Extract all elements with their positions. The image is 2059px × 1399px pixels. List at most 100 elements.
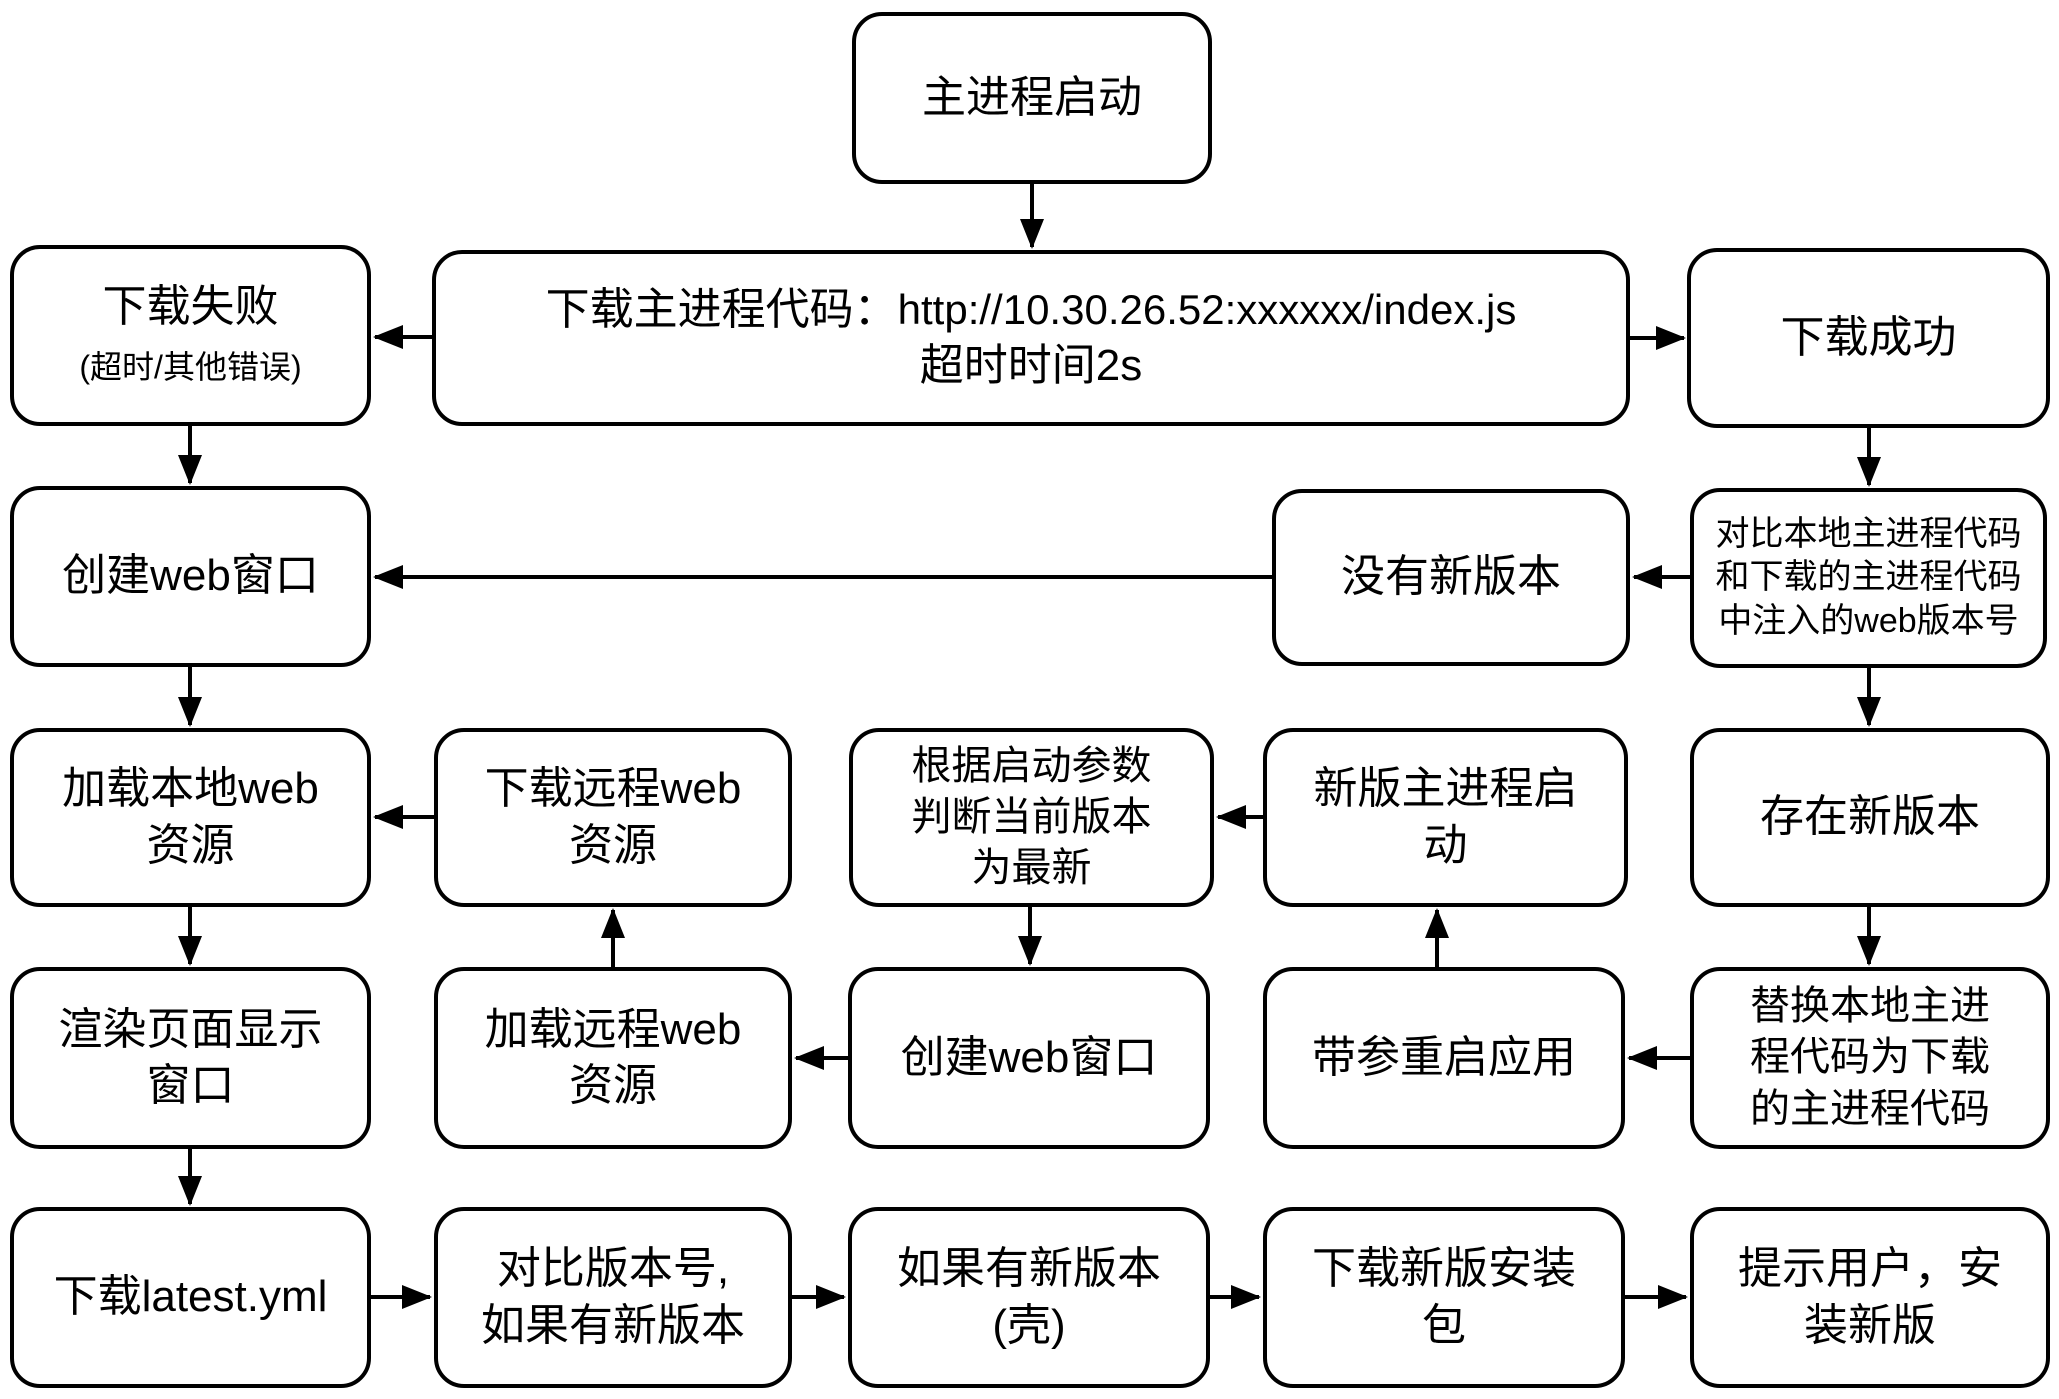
flow-node-label-line: 存在新版本	[1760, 789, 1980, 845]
flow-node-label-line: 渲染页面显示	[59, 1002, 323, 1058]
flow-node-text: (壳)	[992, 1300, 1066, 1350]
flow-node-label-line: 下载新版安装	[1312, 1241, 1576, 1297]
flow-node-label-line: 下载latest.yml	[54, 1269, 328, 1325]
flow-node-label-line: 判断当前版本	[912, 792, 1152, 843]
flow-node-download-new-installer: 下载新版安装包	[1263, 1207, 1625, 1388]
flow-node-text: 下载成功	[1780, 312, 1957, 362]
flow-node-label-line: 资源	[147, 818, 235, 874]
flow-node-text: 下载新版安装	[1312, 1244, 1576, 1294]
flow-node-label-line: 主进程启动	[922, 70, 1142, 126]
flow-node-label-line: 和下载的主进程代码	[1716, 556, 2022, 600]
flow-node-label-line: 提示用户，安	[1738, 1241, 2002, 1297]
flow-node-judge-latest-by-args: 根据启动参数判断当前版本为最新	[849, 728, 1214, 907]
flow-node-label-line: (超时/其他错误)	[79, 336, 301, 392]
flow-node-text: 判断当前版本	[911, 794, 1152, 839]
flow-node-label-line: 程代码为下载	[1750, 1032, 1990, 1083]
flow-node-label-line: 下载远程web	[485, 761, 742, 817]
flow-node-label-line: 下载成功	[1781, 310, 1957, 366]
flow-node-label-line: 创建web窗口	[62, 548, 319, 604]
flow-node-label-line: 下载主进程代码：http://10.30.26.52:xxxxxx/index.…	[546, 282, 1517, 338]
flow-node-text: 资源	[569, 1061, 657, 1110]
flow-node-text: 和下载的主进程代码	[1715, 558, 2022, 597]
flow-node-text: 渲染页面显示	[58, 1004, 323, 1054]
flow-node-text: 包	[1422, 1300, 1466, 1350]
flow-node-download-remote-web-res: 下载远程web 资源	[434, 728, 792, 907]
flow-node-text: 带参重启应用	[1312, 1032, 1576, 1082]
flow-node-text: 如果有新版本	[481, 1300, 745, 1350]
flow-node-label-line: 对比本地主进程代码	[1716, 513, 2022, 557]
flow-node-text: 装新版	[1804, 1300, 1936, 1350]
flow-node-new-main-process-start: 新版主进程启动	[1263, 728, 1628, 907]
flow-node-text: 资源	[569, 820, 657, 870]
flow-node-text: 没有新版本	[1341, 552, 1561, 602]
flow-node-label-line: 加载本地web	[62, 761, 319, 817]
flow-node-text: 下载主进程代码：	[545, 284, 898, 334]
flow-node-label-line: 包	[1422, 1298, 1466, 1354]
flow-node-if-new-shell-version: 如果有新版本 (壳)	[848, 1207, 1210, 1388]
flow-node-text: 加载本地web	[62, 764, 319, 814]
flow-node-load-remote-web-res: 加载远程web 资源	[434, 967, 792, 1149]
flow-node-text: 动	[1423, 820, 1468, 870]
flow-node-text: 存在新版本	[1760, 792, 1980, 842]
flow-node-prompt-user-install: 提示用户，安装新版	[1690, 1207, 2050, 1388]
flow-node-label-line: 对比版本号,	[497, 1241, 729, 1297]
flow-node-label-line: 没有新版本	[1341, 549, 1561, 605]
flow-node-text: 中注入的web版本号	[1718, 601, 2019, 640]
flow-node-create-web-window-local: 创建web窗口	[10, 486, 371, 667]
flow-node-replace-local-main-code: 替换本地主进程代码为下载的主进程代码	[1690, 967, 2050, 1149]
flow-node-text: 下载latest.yml	[53, 1272, 328, 1322]
flow-node-compare-version-number: 对比版本号, 如果有新版本	[434, 1207, 792, 1388]
flow-node-restart-with-args: 带参重启应用	[1263, 967, 1625, 1149]
flow-node-text: 根据启动参数	[911, 743, 1152, 788]
flow-node-label-line: 新版主进程启	[1314, 761, 1578, 817]
flow-node-load-local-web-res: 加载本地web 资源	[10, 728, 371, 907]
flow-node-label-line: 资源	[569, 818, 657, 874]
flow-node-text: 下载远程web	[484, 764, 742, 814]
flow-node-label-line: 超时时间2s	[920, 338, 1142, 394]
flow-node-create-web-window-new: 创建web窗口	[848, 967, 1210, 1149]
flow-node-label-line: 根据启动参数	[912, 741, 1152, 792]
flow-node-label-line: 资源	[569, 1058, 657, 1114]
flow-node-text: http://10.30.26.52:xxxxxx/index.js	[897, 285, 1517, 333]
flow-node-text: 资源	[146, 820, 235, 870]
flow-node-label-line: 创建web窗口	[901, 1030, 1158, 1086]
flow-node-render-page-window: 渲染页面显示窗口	[10, 967, 371, 1149]
flow-node-label-line: 如果有新版本	[897, 1241, 1161, 1297]
flow-node-text: 对比本地主进程代码	[1715, 514, 2022, 553]
flow-node-label-line: 加载远程web	[485, 1002, 742, 1058]
flow-node-text: 主进程启动	[922, 72, 1142, 122]
flow-node-label-line: 动	[1424, 818, 1468, 874]
flow-node-label-line: 替换本地主进	[1750, 981, 1990, 1032]
flow-node-label-line: 的主进程代码	[1750, 1084, 1990, 1135]
flow-node-text: 加载远程web	[484, 1004, 742, 1054]
flow-node-label-line: 中注入的web版本号	[1718, 600, 2018, 644]
flow-node-text: 新版主进程启	[1313, 764, 1578, 814]
flow-node-text: 为最新	[971, 846, 1092, 891]
flow-node-no-new-version: 没有新版本	[1272, 489, 1630, 666]
flow-node-label-line: (壳)	[992, 1298, 1065, 1354]
flow-node-text: 对比版本号,	[496, 1244, 730, 1294]
flow-node-text: 窗口	[146, 1061, 235, 1110]
flow-node-text: 如果有新版本	[897, 1244, 1161, 1294]
flow-node-has-new-version: 存在新版本	[1690, 728, 2050, 907]
flow-node-text: 替换本地主进	[1750, 984, 1990, 1029]
flow-node-text: (超时/其他错误)	[79, 348, 302, 385]
flow-node-label-line: 为最新	[972, 843, 1092, 894]
flow-node-text: 程代码为下载	[1750, 1035, 1990, 1080]
flow-node-text: 下载失败	[102, 282, 279, 332]
flow-node-label-line: 带参重启应用	[1312, 1030, 1576, 1086]
flow-node-label-line: 下载失败	[103, 279, 279, 335]
flow-node-text: 的主进程代码	[1750, 1086, 1990, 1131]
flow-node-text: 创建web窗口	[900, 1032, 1158, 1082]
flow-node-label-line: 窗口	[147, 1058, 235, 1114]
flow-node-text: 提示用户，安	[1738, 1244, 2002, 1294]
flow-node-download-success: 下载成功	[1687, 248, 2050, 428]
flow-node-text: 超时时间2s	[919, 341, 1143, 390]
flow-node-text: 创建web窗口	[62, 551, 319, 601]
flow-node-download-main-code: 下载主进程代码：http://10.30.26.52:xxxxxx/index.…	[432, 250, 1630, 426]
flow-node-download-latest-yml: 下载latest.yml	[10, 1207, 371, 1388]
flow-node-main-process-start: 主进程启动	[852, 12, 1212, 184]
flow-node-compare-web-version: 对比本地主进程代码和下载的主进程代码中注入的web版本号	[1690, 488, 2047, 668]
